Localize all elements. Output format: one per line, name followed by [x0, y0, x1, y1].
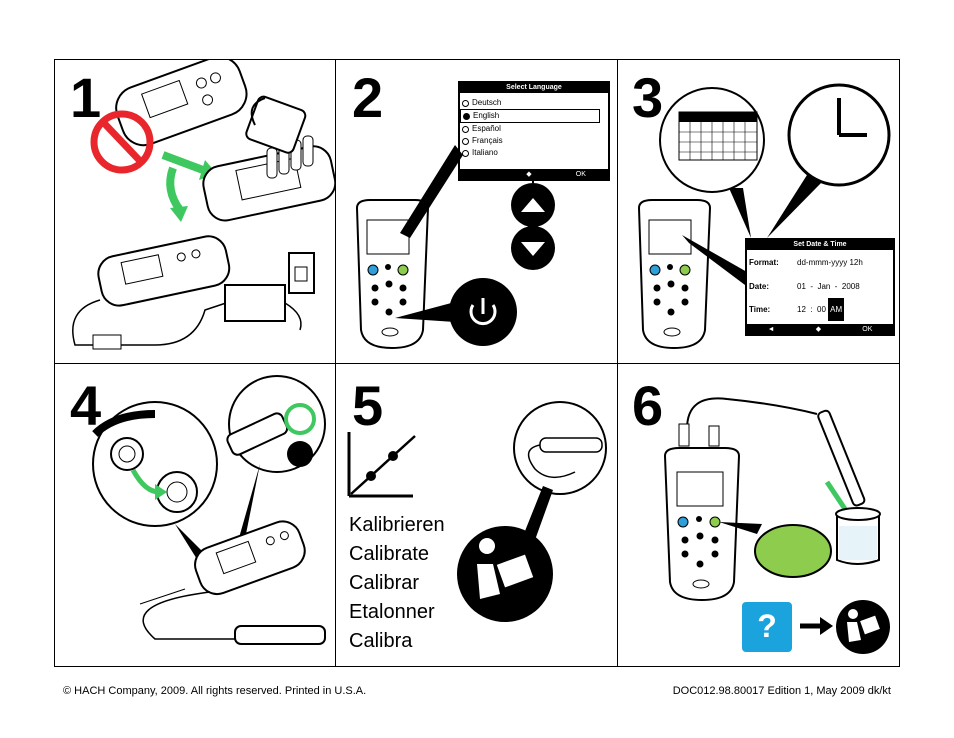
screen-title: Select Language	[460, 83, 608, 93]
calibrate-word-de: Kalibrieren	[349, 514, 445, 536]
format-row[interactable]: Format: dd-mmm-yyyy 12h	[747, 250, 893, 275]
meter-front	[663, 447, 741, 602]
calibrate-word-es: Calibrar	[349, 572, 420, 594]
meter-device	[194, 520, 306, 596]
step-number-4: 4	[70, 374, 102, 437]
radio-icon	[462, 138, 469, 145]
probe-connect-illustration	[92, 375, 326, 645]
language-option-italiano[interactable]: Italiano	[460, 147, 608, 159]
probe-icon	[234, 625, 326, 645]
softkey-right[interactable]: OK	[575, 170, 586, 178]
grid-divider	[55, 363, 899, 364]
beaker-icon	[835, 507, 881, 565]
calibrate-word-fr: Etalonner	[349, 601, 435, 623]
meter-front	[637, 199, 712, 350]
wall-outlet-icon	[288, 252, 315, 294]
radio-icon	[462, 100, 469, 107]
date-label: Date:	[749, 282, 770, 291]
language-option-deutsch[interactable]: Deutsch	[460, 97, 608, 109]
battery-install-illustration	[72, 60, 335, 350]
language-option-francais[interactable]: Français	[460, 135, 608, 147]
format-label: Format:	[749, 258, 779, 267]
probe-icon	[817, 409, 866, 507]
power-adapter	[224, 284, 286, 322]
softkey-right[interactable]: OK	[862, 325, 873, 333]
ampm-value[interactable]: AM	[828, 298, 845, 321]
language-option-english[interactable]: English	[460, 109, 600, 123]
date-value: 01 - Jan - 2008	[797, 282, 860, 291]
time-row[interactable]: Time: 12 : 00 AM	[747, 298, 893, 321]
select-language-screen: Select Language Deutsch English Español …	[458, 81, 610, 181]
radio-icon	[462, 150, 469, 157]
measure-illustration: ?	[663, 397, 890, 654]
down-arrow-icon	[521, 242, 545, 256]
no-symbol-icon	[90, 110, 154, 174]
time-label: Time:	[749, 305, 771, 314]
step-number-6: 6	[632, 374, 664, 437]
meter-device	[115, 60, 248, 147]
help-icon-symbol: ?	[757, 608, 777, 644]
softkey-left[interactable]: ◄	[767, 325, 775, 333]
softkey-bar: ◆ OK	[460, 169, 608, 179]
document-id-footer: DOC012.98.80017 Edition 1, May 2009 dk/k…	[672, 685, 891, 697]
date-row[interactable]: Date: 01 - Jan - 2008	[747, 275, 893, 298]
time-value: 12 : 00	[797, 305, 826, 314]
calibrate-word-it: Calibra	[349, 630, 413, 652]
radio-icon	[463, 113, 470, 120]
step-number-3: 3	[632, 66, 664, 129]
calibrate-illustration	[347, 401, 607, 622]
arrow-right-icon	[820, 617, 833, 635]
language-select-illustration	[355, 145, 555, 350]
date-time-illustration	[637, 83, 891, 350]
calibrate-word-list: Kalibrieren Calibrate Calibrar Etalonner…	[349, 511, 445, 656]
reading-bubble	[754, 524, 832, 578]
screen-title: Set Date & Time	[747, 240, 893, 250]
copyright-footer: © HACH Company, 2009. All rights reserve…	[63, 685, 367, 697]
step-number-1: 1	[70, 66, 102, 129]
cable-connector	[92, 334, 122, 350]
step-number-5: 5	[352, 374, 384, 437]
calibrate-word-en: Calibrate	[349, 543, 430, 565]
step-number-2: 2	[352, 66, 384, 129]
radio-icon	[462, 126, 469, 133]
language-option-espanol[interactable]: Español	[460, 123, 608, 135]
port-icon	[110, 437, 144, 471]
help-icon	[742, 602, 792, 652]
instruction-grid	[54, 59, 900, 667]
set-date-time-screen: Set Date & Time Format: dd-mmm-yyyy 12h D…	[745, 238, 895, 336]
calibration-curve-icon	[347, 432, 416, 498]
format-value: dd-mmm-yyyy 12h	[797, 258, 863, 267]
hand-turn-icon	[287, 441, 313, 467]
softkey-bar: ◄ ◆ OK	[747, 324, 893, 334]
softkey-middle[interactable]: ◆	[526, 171, 532, 178]
softkey-middle[interactable]: ◆	[815, 326, 822, 333]
meter-with-adapter	[97, 235, 231, 307]
up-arrow-icon	[521, 198, 545, 212]
